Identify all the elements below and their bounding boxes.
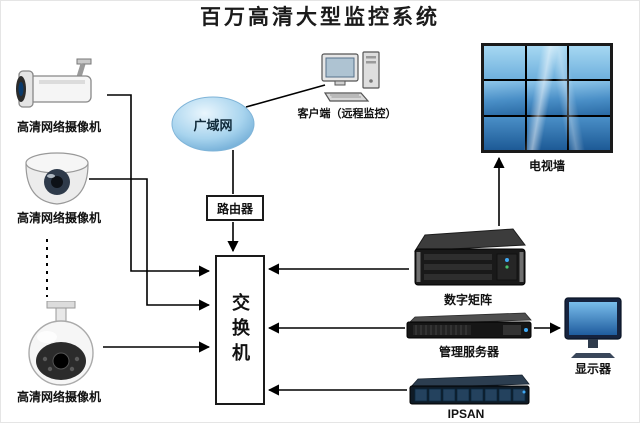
matrix-label: 数字矩阵 bbox=[443, 293, 492, 307]
wan-label: 广域网 bbox=[193, 117, 233, 133]
camera3-label: 高清网络摄像机 bbox=[16, 390, 101, 404]
dome-camera-icon bbox=[23, 151, 91, 207]
ipsan-label: IPSAN bbox=[447, 407, 485, 421]
client-computer-icon bbox=[321, 51, 383, 105]
ptz-camera-icon bbox=[17, 301, 105, 387]
monitor-icon bbox=[564, 297, 622, 359]
tvwall-label: 电视墙 bbox=[528, 159, 565, 173]
tv-wall-screen bbox=[526, 46, 568, 80]
client-label: 客户端（远程监控） bbox=[297, 108, 397, 120]
tv-wall-screen bbox=[526, 116, 568, 150]
camera2-label: 高清网络摄像机 bbox=[16, 211, 101, 225]
ipsan-storage-icon bbox=[407, 373, 531, 407]
connector-wan-client bbox=[245, 84, 326, 108]
router-node: 路由器 bbox=[206, 195, 264, 221]
camera1-label: 高清网络摄像机 bbox=[16, 120, 101, 134]
tv-wall-screen bbox=[526, 81, 568, 115]
tv-wall-screen bbox=[484, 81, 525, 115]
tv-wall-screen bbox=[484, 46, 525, 80]
tv-wall-screen bbox=[569, 46, 610, 80]
tv-wall-screen bbox=[569, 81, 610, 115]
connector-camera2-switch bbox=[89, 178, 211, 311]
tv-wall-screen bbox=[484, 116, 525, 150]
server-label: 管理服务器 bbox=[438, 345, 499, 359]
digital-matrix-icon bbox=[409, 227, 527, 291]
management-server-icon bbox=[405, 311, 533, 343]
page-title: 百万高清大型监控系统 bbox=[200, 6, 440, 29]
tv-wall-icon bbox=[481, 43, 613, 153]
monitor-label: 显示器 bbox=[574, 362, 611, 376]
wan-cloud-icon: 广域网 bbox=[171, 95, 255, 153]
switch-label: 交换机 bbox=[230, 292, 250, 368]
router-label: 路由器 bbox=[216, 201, 253, 216]
bullet-camera-icon bbox=[9, 57, 109, 119]
tv-wall-screen bbox=[569, 116, 610, 150]
switch-node: 交换机 bbox=[215, 255, 265, 405]
